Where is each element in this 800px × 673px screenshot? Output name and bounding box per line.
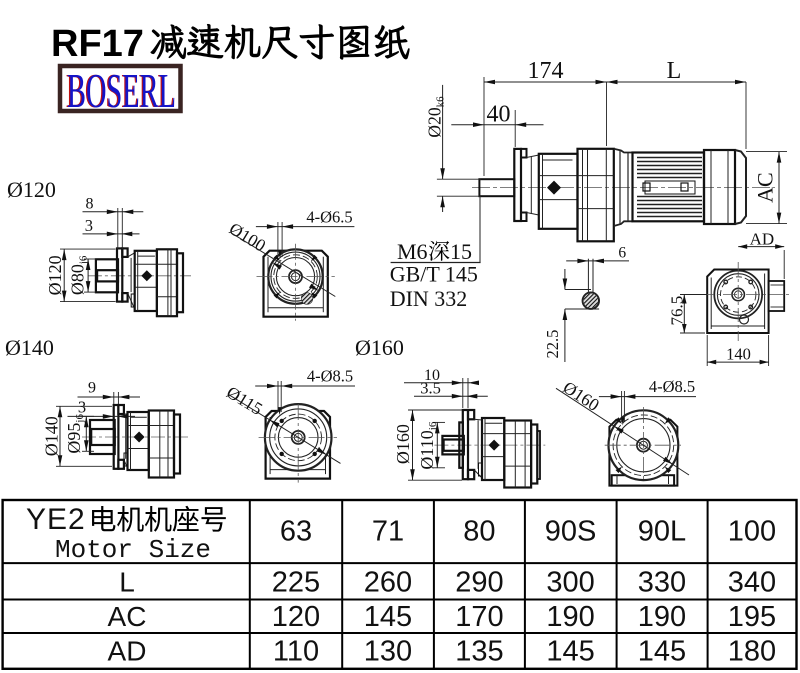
svg-text:174: 174 [528, 58, 564, 84]
svg-text:195: 195 [728, 601, 776, 633]
svg-text:225: 225 [272, 567, 320, 599]
svg-text:90L: 90L [638, 516, 686, 548]
svg-text:Ø95j6: Ø95j6 [64, 414, 86, 454]
svg-text:9: 9 [88, 380, 96, 397]
svg-text:Ø140: Ø140 [5, 335, 54, 360]
svg-text:BOSERL: BOSERL [66, 63, 175, 118]
svg-text:4-Ø8.5: 4-Ø8.5 [307, 367, 353, 386]
svg-text:145: 145 [638, 636, 686, 668]
svg-text:40: 40 [487, 102, 511, 128]
svg-text:8: 8 [86, 195, 94, 212]
svg-text:Ø80j6: Ø80j6 [67, 255, 89, 295]
svg-text:300: 300 [546, 567, 594, 599]
svg-text:180: 180 [728, 636, 776, 668]
svg-text:330: 330 [638, 567, 686, 599]
svg-text:4-Ø8.5: 4-Ø8.5 [649, 377, 695, 396]
svg-text:260: 260 [364, 567, 412, 599]
svg-text:Motor Size: Motor Size [55, 535, 211, 565]
svg-text:M6: M6 [397, 239, 428, 264]
svg-text:145: 145 [546, 636, 594, 668]
svg-text:Ø120: Ø120 [7, 177, 56, 202]
svg-text:Ø140: Ø140 [42, 416, 62, 456]
svg-text:80: 80 [463, 516, 495, 548]
svg-text:3: 3 [85, 216, 93, 235]
svg-text:140: 140 [726, 345, 751, 364]
svg-text:BOSERL: BOSERL [67, 63, 176, 118]
svg-text:10: 10 [424, 367, 440, 384]
svg-text:110: 110 [273, 636, 319, 668]
svg-text:3.5: 3.5 [420, 378, 441, 397]
svg-text:L: L [667, 58, 682, 84]
svg-text:76.5: 76.5 [668, 296, 687, 326]
svg-text:AD: AD [108, 636, 147, 667]
svg-text:4-Ø6.5: 4-Ø6.5 [306, 208, 352, 227]
svg-text:6: 6 [618, 244, 626, 261]
svg-text:Ø120: Ø120 [45, 255, 65, 295]
svg-text:Ø160: Ø160 [355, 335, 404, 360]
svg-text:63: 63 [280, 516, 312, 548]
svg-text:DIN 332: DIN 332 [390, 286, 468, 311]
svg-text:AC: AC [753, 172, 778, 203]
svg-text:15: 15 [450, 239, 472, 264]
svg-text:GB/T 145: GB/T 145 [390, 262, 478, 287]
svg-text:L: L [119, 567, 135, 598]
svg-text:YE2: YE2 [26, 503, 86, 536]
svg-text:340: 340 [728, 567, 776, 599]
svg-text:Ø160: Ø160 [393, 424, 413, 464]
svg-text:190: 190 [546, 601, 594, 633]
svg-text:120: 120 [272, 601, 320, 633]
svg-text:22.5: 22.5 [543, 330, 562, 359]
svg-text:190: 190 [638, 601, 686, 633]
svg-text:100: 100 [728, 516, 776, 548]
svg-text:90S: 90S [545, 516, 597, 548]
svg-text:170: 170 [455, 601, 503, 633]
svg-text:71: 71 [372, 516, 404, 548]
svg-text:Ø110j6: Ø110j6 [417, 421, 439, 469]
svg-text:130: 130 [364, 636, 412, 668]
svg-text:3: 3 [78, 398, 86, 417]
svg-text:AC: AC [108, 601, 147, 632]
svg-text:290: 290 [455, 567, 503, 599]
svg-text:145: 145 [364, 601, 412, 633]
svg-text:135: 135 [455, 636, 503, 668]
svg-text:AD: AD [750, 229, 775, 248]
svg-text:RF17: RF17 [51, 23, 144, 65]
